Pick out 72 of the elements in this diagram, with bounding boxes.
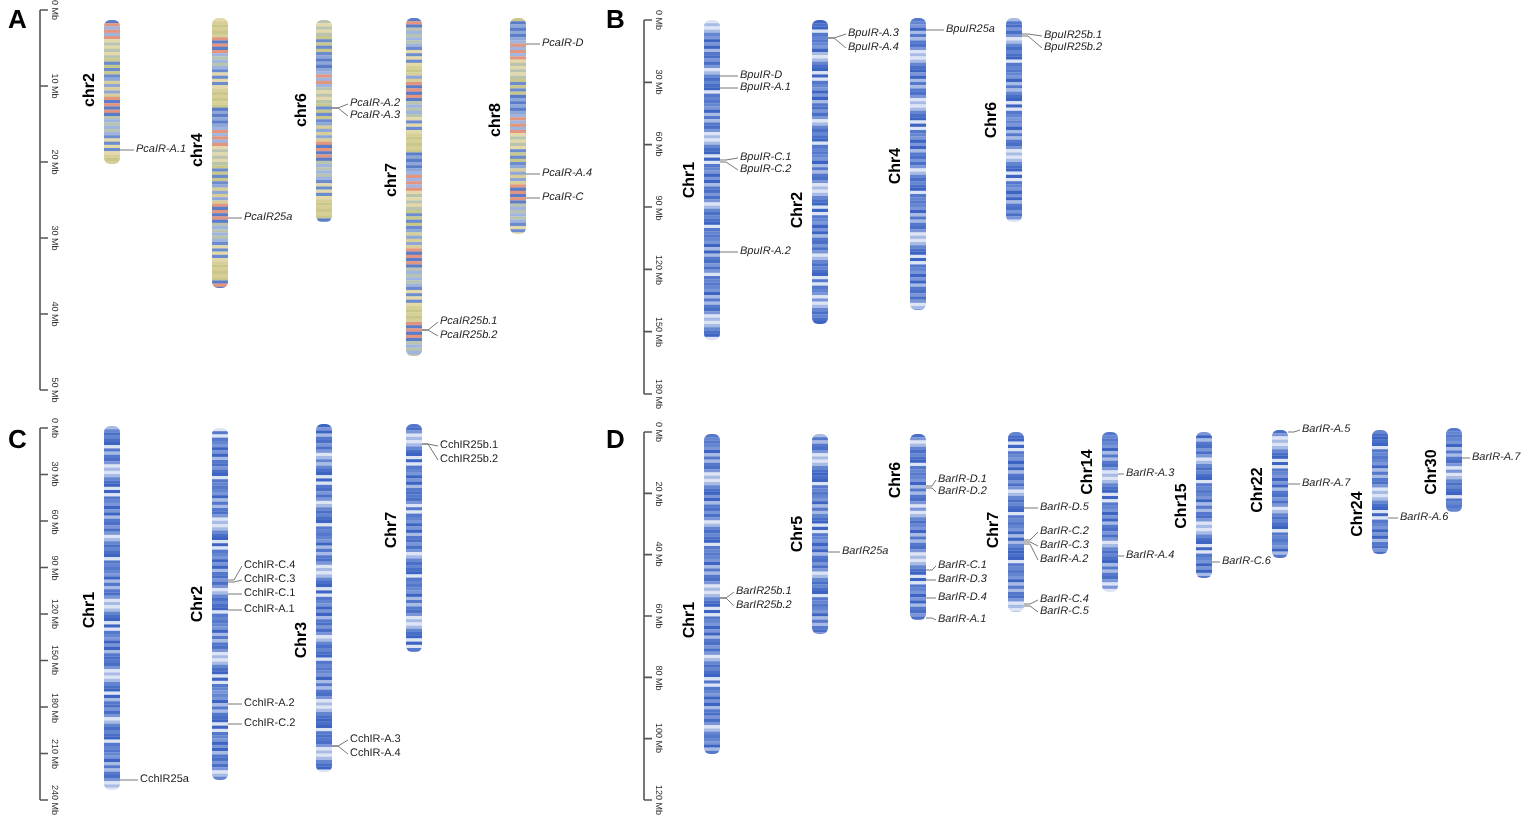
leader-line bbox=[925, 479, 937, 487]
chromosome-label: Chr30 bbox=[1422, 449, 1440, 495]
leader-line bbox=[1023, 541, 1039, 547]
leader-line bbox=[1287, 483, 1301, 485]
panel-letter: A bbox=[8, 6, 27, 34]
chromosome-label: chr2 bbox=[80, 73, 98, 107]
leader-line bbox=[719, 597, 735, 607]
leader-line bbox=[227, 703, 243, 705]
leader-line bbox=[1287, 429, 1301, 433]
leader-line bbox=[925, 579, 937, 581]
chromosome-label: Chr1 bbox=[680, 161, 698, 199]
leader-line bbox=[119, 779, 139, 781]
leader-line bbox=[1461, 457, 1471, 459]
leader-line bbox=[925, 487, 937, 493]
leader-line bbox=[227, 723, 243, 725]
leader-line bbox=[827, 37, 847, 49]
leader-line bbox=[1023, 507, 1039, 509]
leader-line bbox=[719, 157, 739, 161]
leader-line bbox=[925, 617, 937, 621]
chromosome-label: Chr1 bbox=[80, 591, 98, 629]
leader-line bbox=[719, 251, 739, 253]
chromosome-label: Chr22 bbox=[1248, 467, 1266, 513]
chromosome-label: Chr4 bbox=[886, 147, 904, 185]
chromosome-label: chr6 bbox=[292, 93, 310, 127]
leader-line bbox=[227, 609, 243, 611]
leader-line bbox=[1117, 555, 1125, 557]
leader-line bbox=[925, 565, 937, 571]
leader-line bbox=[1117, 473, 1125, 475]
chromosome-label: Chr3 bbox=[292, 621, 310, 659]
leader-line bbox=[827, 551, 841, 553]
leader-line bbox=[525, 173, 541, 175]
chromosome-label: Chr6 bbox=[982, 101, 1000, 139]
leader-line bbox=[227, 579, 243, 583]
chromosome-label: Chr5 bbox=[788, 515, 806, 553]
leader-line bbox=[719, 87, 739, 89]
chromosome-label: chr8 bbox=[486, 103, 504, 137]
leader-line bbox=[719, 75, 739, 77]
leader-line bbox=[719, 161, 739, 171]
leader-line bbox=[227, 565, 243, 581]
leader-line bbox=[925, 597, 937, 599]
leader-line bbox=[119, 149, 135, 151]
leader-line bbox=[1021, 35, 1043, 49]
panel-letter: C bbox=[8, 426, 27, 454]
panel-letter: B bbox=[606, 6, 625, 34]
leader-line bbox=[421, 329, 439, 337]
leader-line bbox=[925, 29, 945, 31]
leader-line bbox=[1211, 561, 1221, 563]
leader-line bbox=[227, 593, 243, 595]
leader-line bbox=[1023, 543, 1039, 561]
leader-line bbox=[331, 107, 349, 117]
chromosome-label: chr4 bbox=[188, 133, 206, 167]
leader-line bbox=[1023, 531, 1039, 541]
chromosome-label: Chr6 bbox=[886, 461, 904, 499]
chromosome-label: Chr15 bbox=[1172, 483, 1190, 529]
chromosome-label: Chr7 bbox=[984, 511, 1002, 549]
panel-letter: D bbox=[606, 426, 625, 454]
leader-line bbox=[525, 197, 541, 199]
leader-line bbox=[1023, 599, 1039, 605]
chromosome-label: Chr24 bbox=[1348, 491, 1366, 537]
leader-line bbox=[331, 745, 349, 755]
chromosome-label: Chr2 bbox=[188, 585, 206, 623]
leader-line bbox=[1023, 605, 1039, 613]
chromosome-label: Chr14 bbox=[1078, 449, 1096, 495]
leader-line bbox=[421, 443, 439, 461]
chromosome-label: chr7 bbox=[382, 163, 400, 197]
chromosome-label: Chr7 bbox=[382, 511, 400, 549]
leader-line bbox=[525, 43, 541, 45]
leader-line bbox=[227, 217, 243, 219]
leader-line bbox=[1021, 33, 1043, 37]
chromosome-label: Chr2 bbox=[788, 191, 806, 229]
leader-line bbox=[1387, 517, 1399, 519]
chromosome-label: Chr1 bbox=[680, 601, 698, 639]
